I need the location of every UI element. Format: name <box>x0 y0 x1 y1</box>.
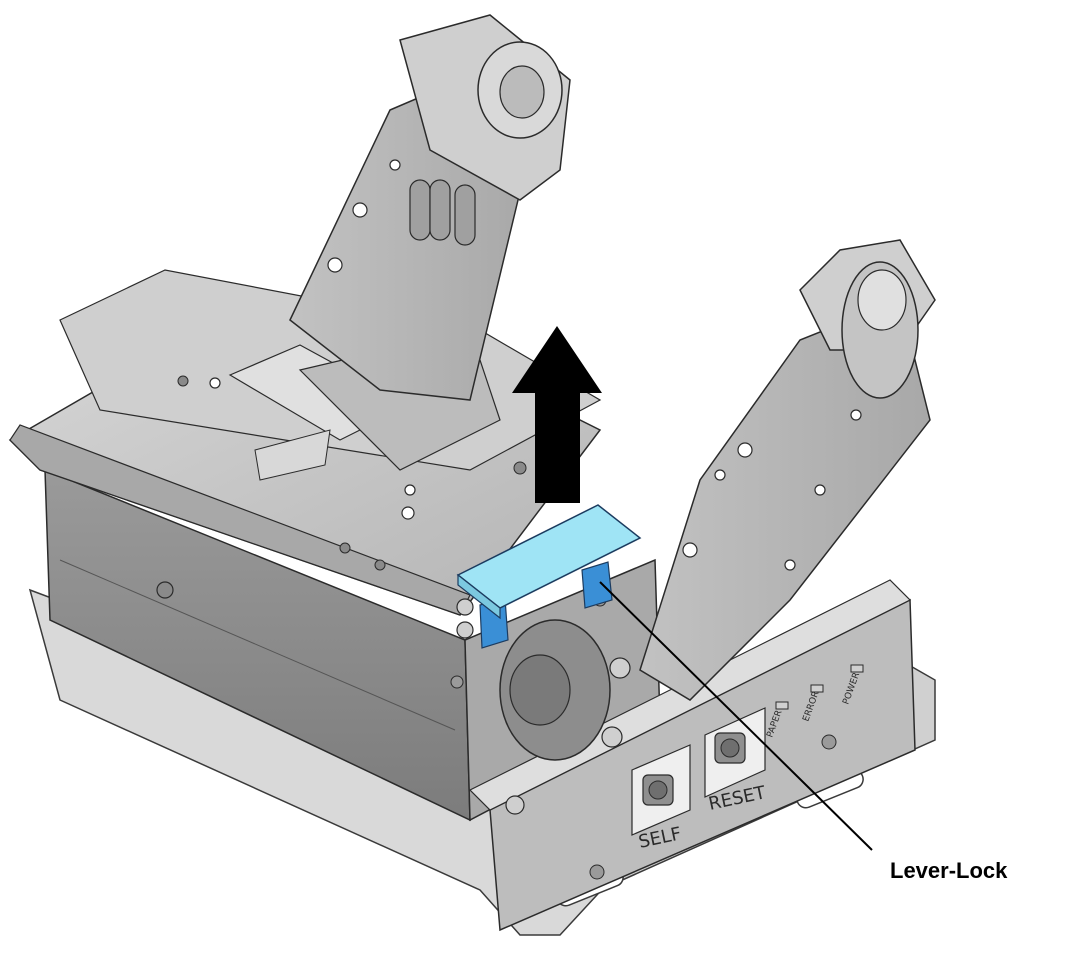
panel-indicators <box>775 664 864 710</box>
lever-lock <box>456 504 642 620</box>
upper-cover <box>8 269 602 689</box>
gear-cover <box>456 593 631 761</box>
lever-lock-callout-label: Lever-Lock <box>890 858 1008 883</box>
lock-clip-right <box>581 561 613 609</box>
callout-leader-line <box>599 581 873 851</box>
lift-direction-arrow <box>512 326 602 503</box>
left-roll-arm <box>289 14 571 401</box>
right-roll-arm <box>639 239 936 701</box>
